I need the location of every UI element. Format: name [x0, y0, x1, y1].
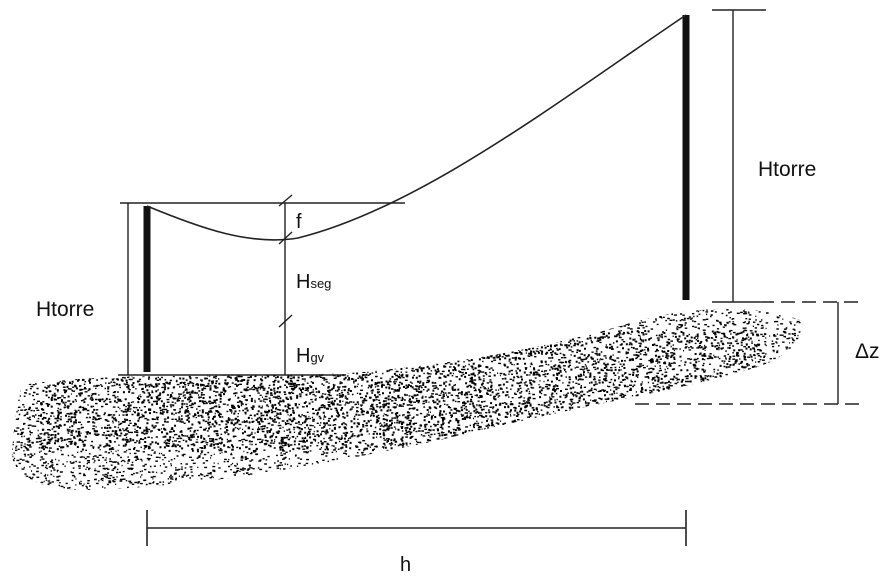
sag-top-tick	[278, 194, 293, 207]
label-delta-z: Δz	[855, 340, 880, 363]
label-hseg: Hseg	[296, 271, 331, 293]
sag-bottom-tick	[278, 231, 293, 245]
label-sag: f	[296, 211, 302, 233]
label-htorre-left: Htorre	[36, 298, 94, 321]
label-hgv: Hgv	[296, 345, 325, 367]
terrain-stipple	[11, 308, 801, 490]
terrain-ground	[11, 308, 801, 490]
label-htorre-right: Htorre	[758, 158, 816, 181]
conductor-cable	[146, 14, 687, 241]
hseg-bottom-tick	[278, 314, 293, 328]
label-span: h	[400, 554, 411, 574]
